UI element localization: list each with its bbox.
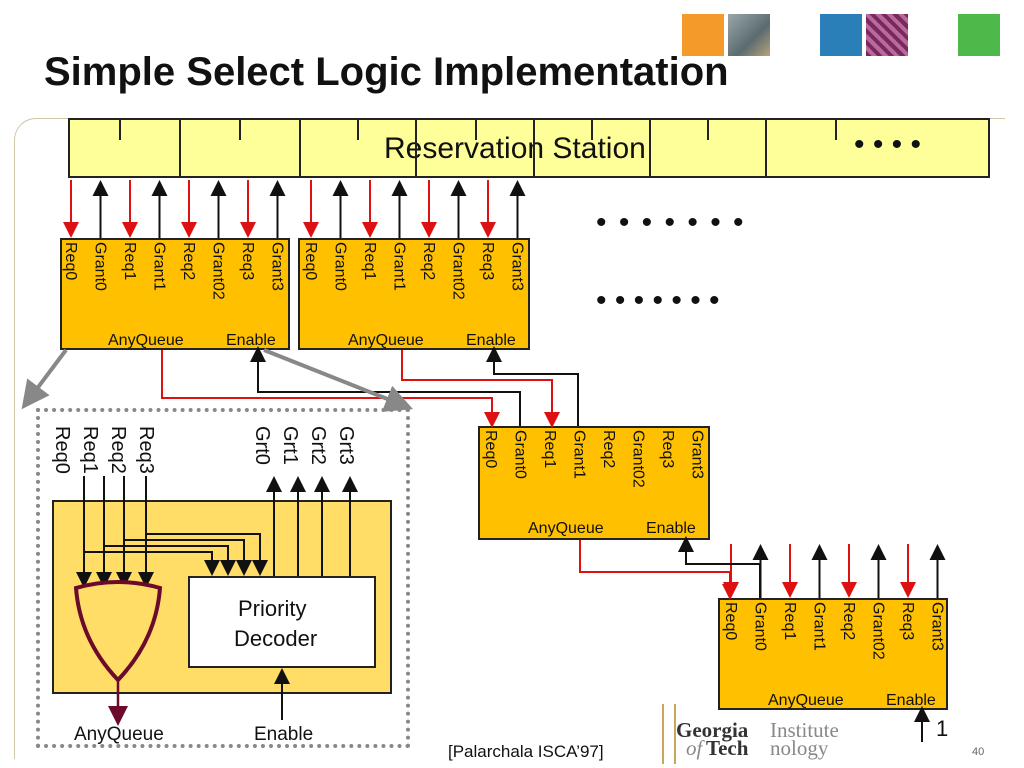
arbiter-block-c — [478, 426, 710, 540]
arbiter-d-pin-5: Grant02 — [869, 602, 887, 660]
arbiter-d-pin-0: Req0 — [722, 602, 739, 641]
logo-institute: Institute — [770, 718, 839, 742]
priority-decoder-label-line2: Decoder — [234, 626, 318, 651]
logo-of: of — [686, 736, 703, 760]
arbiter-a-pin-4: Req2 — [180, 242, 197, 281]
priority-decoder-label-line1: Priority — [238, 596, 307, 621]
deco-photo-square — [728, 14, 770, 56]
arbiter-d-pin-2: Req1 — [781, 602, 798, 641]
arbiter-block-a — [60, 238, 290, 350]
link-b-anyqueue — [401, 350, 560, 428]
arbiter-block-b — [298, 238, 530, 350]
detail-req-label-3: Req3 — [135, 426, 157, 474]
detail-req-label-1: Req1 — [79, 426, 101, 474]
arbiter-b-pin-6: Req3 — [479, 242, 496, 281]
priority-decoder — [188, 576, 376, 668]
zoom-pointer-left — [21, 348, 68, 410]
slide-number: 40 — [972, 746, 985, 758]
logo-georgia: Georgia — [676, 718, 749, 742]
ellipsis-row-upper: • • • • • • • — [596, 206, 746, 239]
detail-grt-label-2: Grt2 — [307, 426, 329, 465]
root-enable-input-label: 1 — [936, 716, 949, 741]
arbiter-a-pin-7: Grant3 — [268, 242, 286, 291]
detail-grt-label-0: Grt0 — [251, 426, 273, 465]
arbiter-c-pin-6: Req3 — [659, 430, 676, 469]
deco-green-square — [958, 14, 1000, 56]
arbiter-b-enable: Enable — [466, 332, 516, 349]
deco-circuit-square — [866, 14, 908, 56]
arbiter-d-pin-3: Grant1 — [810, 602, 828, 651]
arbiter-b-pin-5: Grant02 — [449, 242, 467, 300]
detail-enable-label: Enable — [254, 724, 314, 745]
arbiter-d-pin-4: Req2 — [840, 602, 857, 641]
arbiter-c-pin-0: Req0 — [482, 430, 499, 469]
arbiter-b-pin-0: Req0 — [302, 242, 319, 281]
detail-request-wires — [76, 476, 358, 720]
citation: [Palarchala ISCA’97] — [448, 742, 604, 761]
arbiter-block-d — [718, 598, 948, 710]
arbiter-c-anyqueue: AnyQueue — [528, 520, 604, 537]
reservation-station-dividers — [119, 118, 837, 178]
arbiter-a-pin-2: Req1 — [121, 242, 138, 281]
arbiter-b-pin-4: Req2 — [420, 242, 437, 281]
arbiter-d-pin-1: Grant0 — [751, 602, 769, 651]
reservation-station-label: Reservation Station — [384, 132, 646, 165]
link-a-anyqueue — [161, 350, 500, 428]
arbiter-c-pin-1: Grant0 — [511, 430, 529, 479]
arbiter-b-pin-3: Grant1 — [390, 242, 408, 291]
arbiter-a-pin-1: Grant0 — [91, 242, 109, 291]
arbiter-d-anyqueue: AnyQueue — [768, 692, 844, 709]
arbiter-c-pin-7: Grant3 — [688, 430, 706, 479]
detail-grt-label-1: Grt1 — [279, 426, 301, 465]
arbiter-b-pin-2: Req1 — [361, 242, 378, 281]
detail-grt-label-3: Grt3 — [335, 426, 357, 465]
link-b-enable — [486, 346, 579, 426]
link-c-anyqueue — [579, 540, 738, 600]
arbiter-b-anyqueue: AnyQueue — [348, 332, 424, 349]
or-gate — [73, 580, 163, 683]
arbiter-b-pin-1: Grant0 — [331, 242, 349, 291]
logo-nology: nology — [770, 736, 829, 760]
arbiter-d-enable: Enable — [886, 692, 936, 709]
arbiter-c-pin-4: Req2 — [600, 430, 617, 469]
slide-title: Simple Select Logic Implementation — [44, 50, 729, 94]
zoom-pointer-right — [263, 348, 414, 412]
arbiter-a-enable: Enable — [226, 332, 276, 349]
arbiter-b-pin-7: Grant3 — [508, 242, 526, 291]
detail-anyqueue-label: AnyQueue — [74, 724, 164, 745]
arbiter-a-pin-3: Grant1 — [150, 242, 168, 291]
arbiter-pin-arrows — [63, 180, 946, 598]
ellipsis-row-lower: • • • • • • • — [596, 284, 720, 317]
reservation-station-dots: • • • • — [854, 128, 922, 161]
link-c-enable — [678, 536, 761, 598]
arbiter-a-pin-0: Req0 — [62, 242, 79, 281]
arbiter-d-pin-6: Req3 — [899, 602, 916, 641]
arbiter-a-pin-6: Req3 — [239, 242, 256, 281]
arbiter-c-pin-5: Grant02 — [629, 430, 647, 488]
arbiter-c-pin-3: Grant1 — [570, 430, 588, 479]
detail-req-label-2: Req2 — [107, 426, 129, 474]
detail-req-label-0: Req0 — [51, 426, 73, 474]
detail-view-outline — [36, 408, 410, 748]
arbiter-d-pin-7: Grant3 — [928, 602, 946, 651]
arbiter-c-pin-2: Req1 — [541, 430, 558, 469]
arbiter-a-anyqueue: AnyQueue — [108, 332, 184, 349]
georgia-tech-logo-mark — [662, 704, 676, 764]
deco-blue-square — [820, 14, 862, 56]
logo-tech: Tech — [706, 736, 749, 760]
deco-orange-square — [682, 14, 724, 56]
arbiter-a-pin-5: Grant02 — [209, 242, 227, 300]
arbiter-c-enable: Enable — [646, 520, 696, 537]
